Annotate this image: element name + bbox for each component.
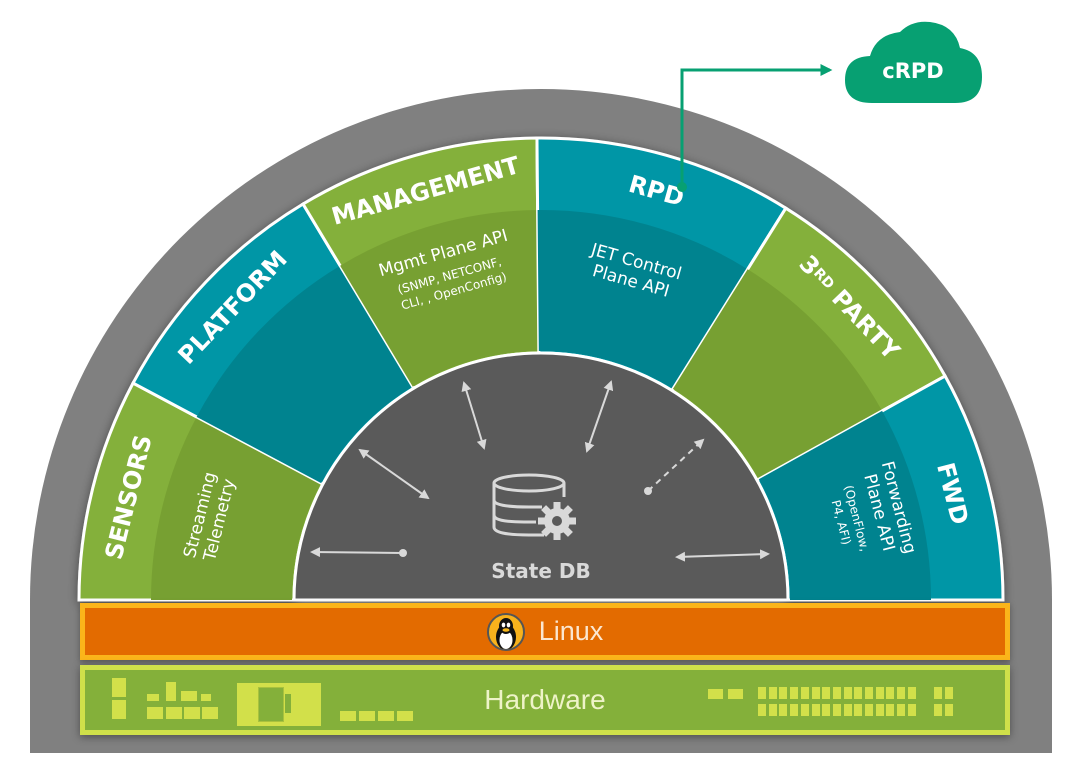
hardware-block	[768, 704, 777, 716]
segment-ring	[77, 136, 1005, 602]
hardware-block	[811, 704, 820, 716]
gear-icon	[538, 502, 576, 540]
crpd-connector-line	[680, 64, 833, 185]
hardware-block	[897, 704, 906, 716]
hardware-block	[708, 689, 723, 699]
hardware-block	[875, 687, 884, 699]
segment-fwd[interactable]	[754, 373, 1005, 602]
segment-sensors[interactable]	[77, 381, 325, 602]
hardware-block	[800, 704, 809, 716]
data-flow-arrow	[358, 448, 430, 500]
hardware-block	[843, 704, 852, 716]
hardware-block	[945, 687, 953, 699]
cloud-icon	[845, 21, 982, 103]
hardware-label: Hardware	[484, 684, 606, 715]
hardware-block	[758, 687, 766, 699]
hardware-block	[181, 691, 197, 701]
segment-inner-band	[672, 269, 883, 480]
hardware-block	[397, 711, 413, 721]
hardware-block	[886, 704, 895, 716]
hardware-block	[854, 704, 863, 716]
hardware-block	[758, 704, 766, 716]
hardware-block	[112, 700, 126, 719]
state-db-label: State DB	[491, 559, 590, 583]
linux-label: Linux	[538, 616, 604, 646]
connector-dot	[677, 182, 687, 192]
hardware-block	[147, 694, 159, 701]
hardware-block	[934, 704, 942, 716]
hardware-ports-right-icon	[705, 670, 1005, 730]
segment-inner-band	[537, 210, 748, 389]
hardware-block	[768, 687, 777, 699]
hardware-block	[907, 687, 916, 699]
linux-layer: Linux	[80, 603, 1010, 660]
segment-management[interactable]	[300, 136, 541, 391]
hardware-block	[875, 704, 884, 716]
hardware-layer: Hardware	[80, 665, 1010, 735]
hardware-block	[854, 687, 863, 699]
hardware-block	[790, 687, 799, 699]
data-flow-arrow	[584, 380, 614, 453]
hardware-block	[728, 689, 743, 699]
hardware-block	[166, 707, 182, 719]
hardware-block	[822, 704, 831, 716]
hardware-block	[886, 687, 895, 699]
hardware-block	[779, 687, 788, 699]
hardware-block	[832, 704, 841, 716]
data-flow-arrow	[461, 381, 487, 450]
hardware-block	[359, 711, 375, 721]
hardware-module-led	[285, 694, 291, 713]
hardware-block	[907, 704, 916, 716]
segment-inner-band	[151, 416, 322, 600]
hardware-block	[779, 704, 788, 716]
data-flow-arrow	[675, 549, 770, 562]
hardware-block	[865, 704, 873, 716]
hardware-block	[201, 694, 211, 701]
data-flow-arrow	[310, 547, 404, 558]
hardware-block	[832, 687, 841, 699]
hardware-block	[945, 704, 953, 716]
hardware-block	[822, 687, 831, 699]
crpd-link	[677, 64, 833, 192]
hardware-block	[378, 711, 394, 721]
segment-inner-band	[196, 265, 413, 484]
arrow-origin-dot	[644, 487, 652, 495]
hardware-block	[202, 707, 218, 719]
hardware-block	[897, 687, 906, 699]
state-db-core: State DB	[292, 351, 790, 602]
hardware-block	[166, 682, 176, 701]
segment-inner-band	[340, 210, 539, 387]
data-flow-arrow	[647, 438, 705, 492]
hardware-block	[790, 704, 799, 716]
hardware-block	[147, 707, 163, 719]
hardware-block	[800, 687, 809, 699]
hardware-ports-left-icon	[85, 670, 425, 730]
database-gear-icon	[492, 473, 566, 537]
tux-penguin-icon	[486, 612, 525, 651]
state-db-arrows	[310, 380, 770, 562]
crpd-cloud[interactable]: cRPD	[845, 21, 982, 103]
segment-inner-band	[758, 410, 932, 600]
hardware-block	[112, 678, 126, 697]
hardware-block	[811, 687, 820, 699]
hardware-block	[865, 687, 873, 699]
hardware-block	[184, 707, 200, 719]
hardware-block	[934, 687, 942, 699]
hardware-module-slot	[258, 687, 284, 722]
hardware-block	[843, 687, 852, 699]
arrow-origin-dot	[399, 549, 407, 557]
hardware-block	[340, 711, 356, 721]
crpd-label: cRPD	[882, 59, 943, 83]
